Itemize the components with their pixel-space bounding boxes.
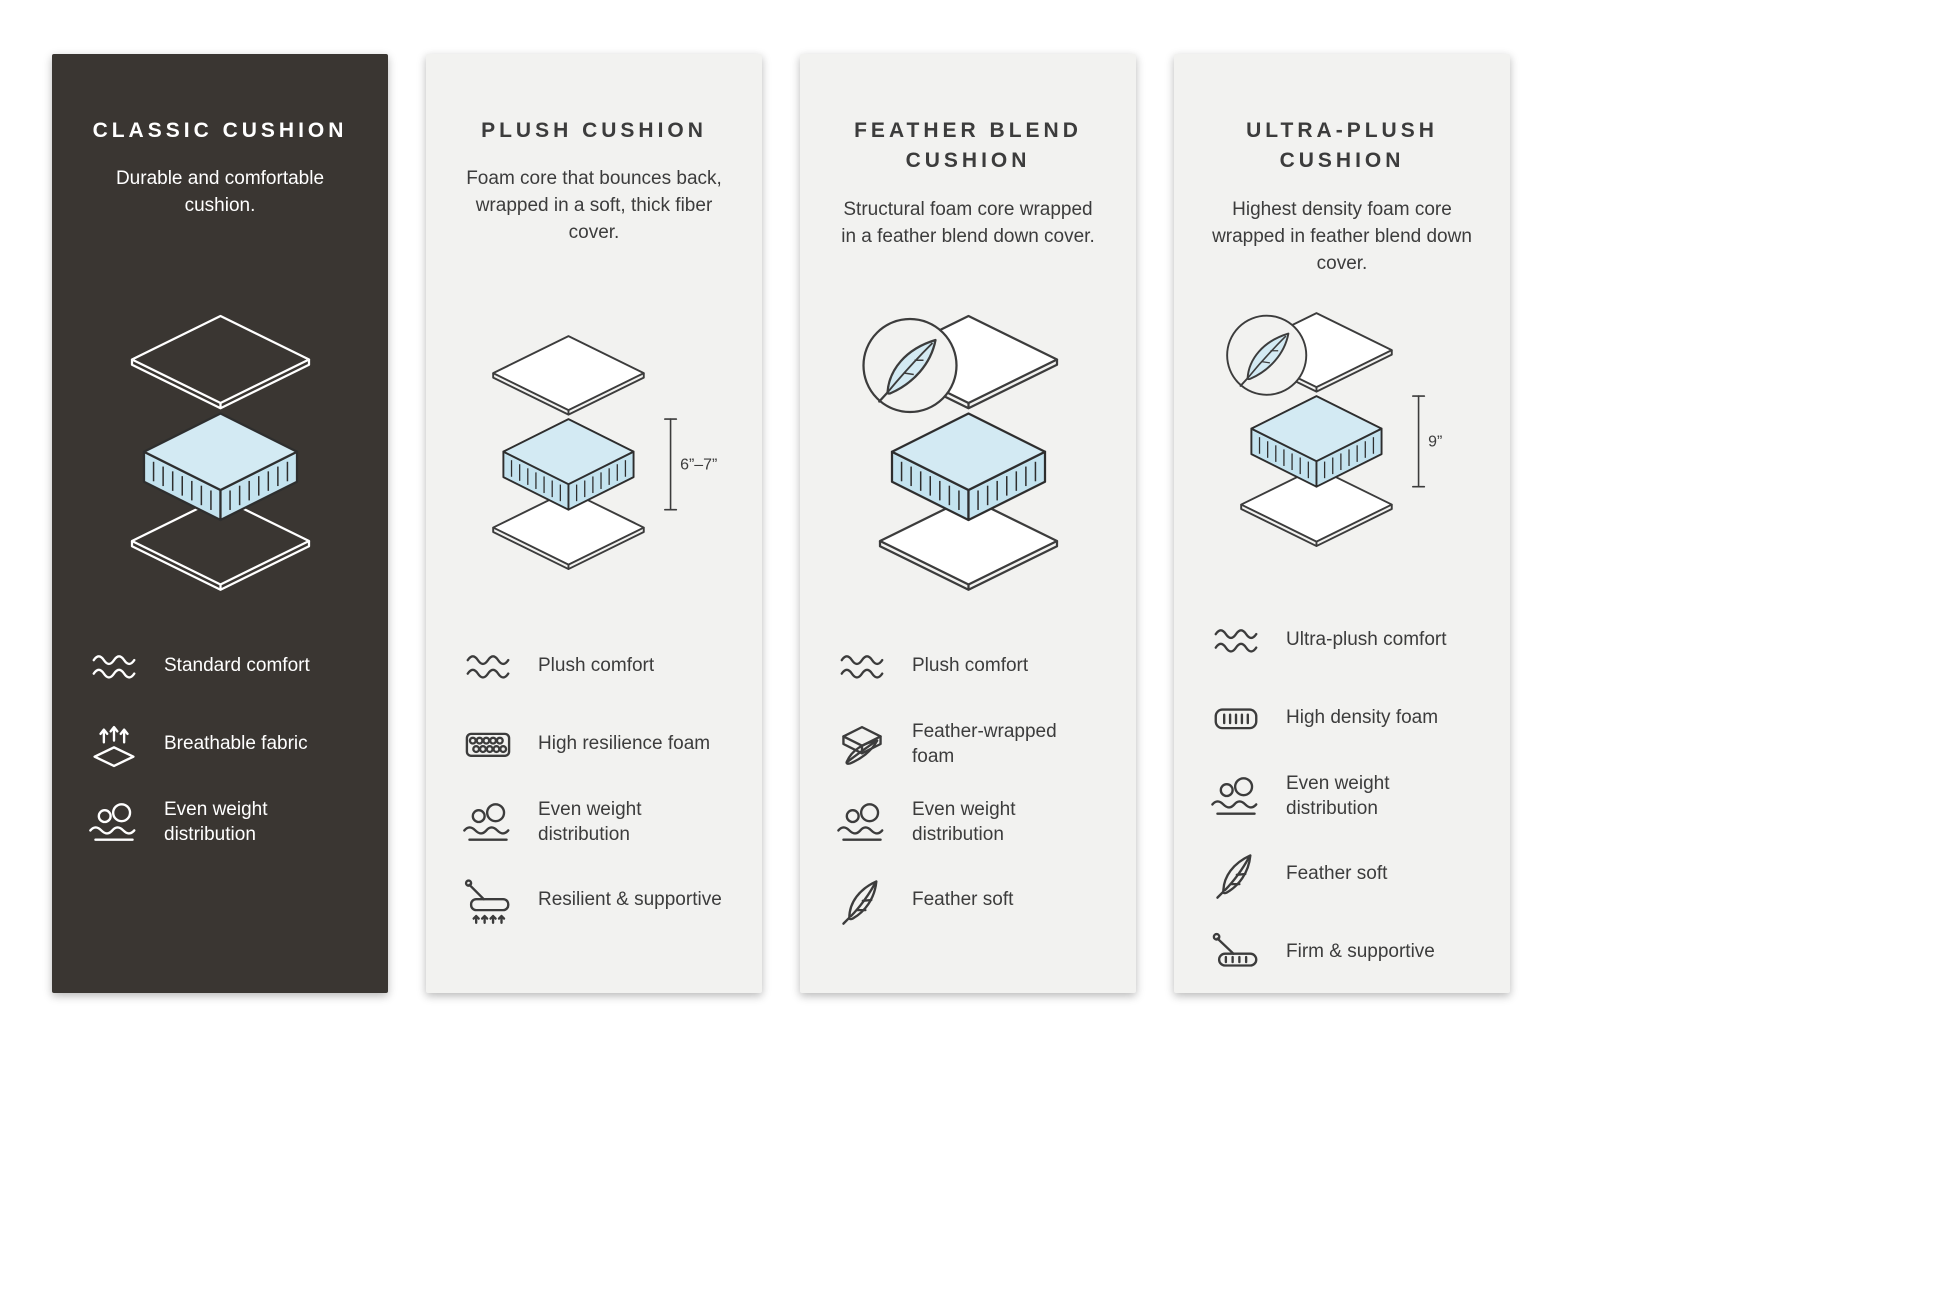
feature-plush-comfort: Plush comfort [834,638,1102,694]
panel-description: Durable and comfortable cushion. [115,168,325,217]
feature-feather-soft: Feather soft [1208,846,1476,902]
feature-label: High resilience foam [538,733,711,755]
feature-even-weight: Even weight distribution [460,794,728,850]
feature-label: Even weight distribution [164,798,268,845]
cushion-layers-diagram: 6”–7” [460,298,728,604]
feature-label: Firm & supportive [1286,941,1435,963]
panel-description: Highest density foam core wrapped in fea… [1212,198,1472,274]
panel-title: FEATHER BLEND CUSHION [854,119,1082,173]
svg-text:9”: 9” [1428,433,1442,450]
feature-list: Plush comfort High resilience foam Even … [460,638,728,928]
feather-icon [1208,846,1264,902]
feature-label: Feather soft [1286,863,1388,885]
feature-list: Standard comfort Breathable fabric Even … [86,638,354,850]
comfort-waves-icon [86,638,142,694]
feature-plush-comfort: Plush comfort [460,638,728,694]
feather-foam-icon [834,716,890,772]
feature-ultra-plush-comfort: Ultra-plush comfort [1208,612,1476,668]
feature-label: Feather-wrapped foam [912,720,1057,767]
feature-even-weight: Even weight distribution [86,794,354,850]
feature-feather-soft: Feather soft [834,872,1102,928]
panel-header: PLUSH CUSHION Foam core that bounces bac… [460,110,728,298]
panel-classic-cushion: CLASSIC CUSHION Durable and comfortable … [52,54,388,993]
breathable-fabric-icon [86,716,142,772]
feature-breathable-fabric: Breathable fabric [86,716,354,772]
panel-plush-cushion: PLUSH CUSHION Foam core that bounces bac… [426,54,762,993]
cushion-layers-diagram [86,298,354,604]
weight-distribution-icon [86,794,142,850]
comfort-waves-icon [834,638,890,694]
panel-description: Foam core that bounces back, wrapped in … [466,168,722,244]
feature-resilient-supportive: Resilient & supportive [460,872,728,928]
panel-header: FEATHER BLEND CUSHION Structural foam co… [834,110,1102,298]
cushion-layers-diagram: 9” [1208,278,1476,578]
svg-text:6”–7”: 6”–7” [680,457,717,474]
feature-even-weight: Even weight distribution [834,794,1102,850]
panel-title: CLASSIC CUSHION [92,119,348,142]
feature-standard-comfort: Standard comfort [86,638,354,694]
density-foam-icon [1208,690,1264,746]
feature-even-weight: Even weight distribution [1208,768,1476,824]
feature-list: Plush comfort Feather-wrapped foam Even … [834,638,1102,928]
panel-title: ULTRA-PLUSH CUSHION [1246,119,1438,173]
feature-high-density-foam: High density foam [1208,690,1476,746]
cushion-layers-diagram [834,298,1102,604]
feature-firm-supportive: Firm & supportive [1208,924,1476,980]
feature-label: Even weight distribution [1286,772,1390,819]
feature-label: Even weight distribution [538,798,642,845]
feature-list: Ultra-plush comfort High density foam Ev… [1208,612,1476,980]
panel-description: Structural foam core wrapped in a feathe… [841,198,1095,247]
feature-label: Resilient & supportive [538,889,722,911]
panel-feather-blend-cushion: FEATHER BLEND CUSHION Structural foam co… [800,54,1136,993]
cushion-comparison-board: CLASSIC CUSHION Durable and comfortable … [52,54,1510,993]
weight-distribution-icon [834,794,890,850]
comfort-waves-icon [1208,612,1264,668]
feature-label: Standard comfort [164,655,310,677]
panel-title: PLUSH CUSHION [481,119,707,142]
feature-label: Ultra-plush comfort [1286,629,1447,651]
weight-distribution-icon [460,794,516,850]
firm-supportive-icon [1208,924,1264,980]
weight-distribution-icon [1208,768,1264,824]
feature-label: Even weight distribution [912,798,1016,845]
feature-label: Plush comfort [912,655,1029,677]
comfort-waves-icon [460,638,516,694]
feature-label: Plush comfort [538,655,655,677]
feature-high-resilience-foam: High resilience foam [460,716,728,772]
feature-label: Feather soft [912,889,1014,911]
feature-label: High density foam [1286,707,1439,729]
feature-feather-wrapped-foam: Feather-wrapped foam [834,716,1102,772]
feature-label: Breathable fabric [164,733,308,755]
panel-header: CLASSIC CUSHION Durable and comfortable … [86,110,354,298]
panel-ultra-plush-cushion: ULTRA-PLUSH CUSHION Highest density foam… [1174,54,1510,993]
resilient-supportive-icon [460,872,516,928]
panel-header: ULTRA-PLUSH CUSHION Highest density foam… [1208,110,1476,278]
feather-icon [834,872,890,928]
resilience-foam-icon [460,716,516,772]
